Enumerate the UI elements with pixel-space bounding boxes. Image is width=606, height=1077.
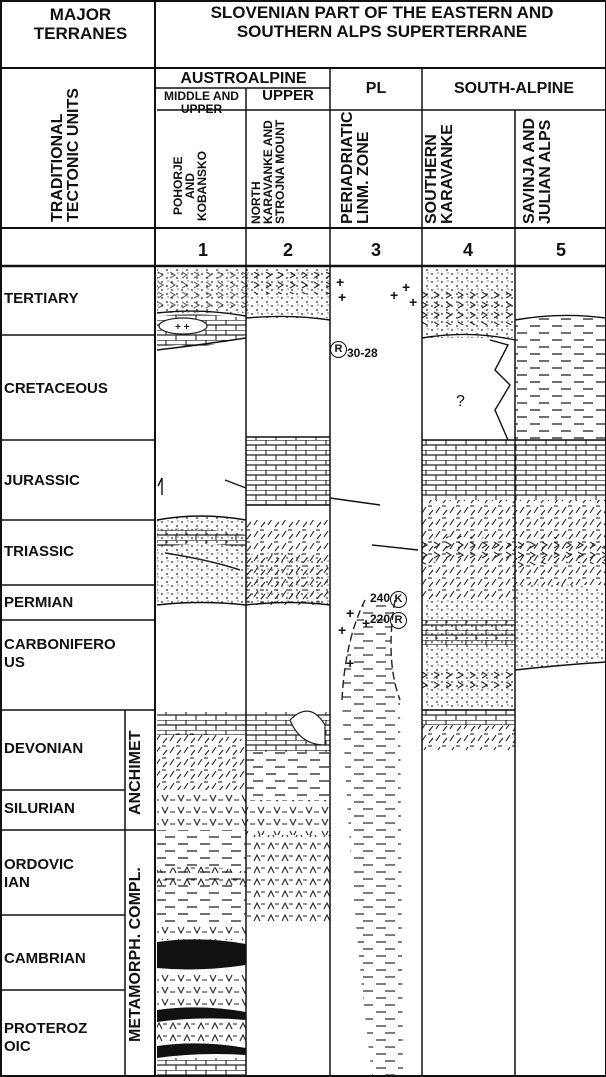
svg-text:+: + bbox=[338, 289, 346, 305]
pl-label: PL bbox=[330, 80, 422, 98]
svg-text:+: + bbox=[336, 274, 344, 290]
period-ordovician: ORDOVICIAN bbox=[4, 856, 74, 892]
svg-text:+ +: + + bbox=[175, 322, 190, 333]
column-3-number: 3 bbox=[361, 240, 391, 261]
column-5-number: 5 bbox=[546, 240, 576, 261]
period-carboniferous: CARBONIFEROUS bbox=[4, 636, 119, 672]
period-jurassic: JURASSIC bbox=[4, 472, 80, 490]
r-marker-icon: R bbox=[330, 341, 347, 358]
column-1-number: 1 bbox=[188, 240, 218, 261]
period-cretaceous: CRETACEOUS bbox=[4, 380, 108, 398]
period-devonian: DEVONIAN bbox=[4, 740, 83, 758]
r-marker-icon: R bbox=[390, 612, 407, 629]
column-3-label: PERIADRIATIC LINM. ZONE bbox=[340, 114, 412, 224]
column-1-label: POHORJE AND KOBANSKO bbox=[172, 148, 228, 224]
column-2-number: 2 bbox=[273, 240, 303, 261]
column-5-label: SAVINJA AND JULIAN ALPS bbox=[522, 114, 602, 224]
column-4-lithology bbox=[422, 268, 515, 750]
austroalpine-label: AUSTROALPINE bbox=[157, 70, 330, 88]
period-permian: PERMIAN bbox=[4, 594, 73, 612]
major-terranes-label: MAJOR TERRANES bbox=[18, 6, 143, 43]
period-triassic: TRIASSIC bbox=[4, 543, 74, 561]
south-alpine-label: SOUTH-ALPINE bbox=[422, 80, 606, 98]
period-proterozoic: PROTEROZOIC bbox=[4, 1020, 94, 1056]
age-value: 220 bbox=[370, 612, 390, 626]
svg-text:+: + bbox=[346, 605, 354, 621]
period-cambrian: CAMBRIAN bbox=[4, 950, 86, 968]
column-5-lithology bbox=[515, 316, 606, 670]
column-4-label: SOUTHERN KARAVANKE bbox=[424, 114, 512, 224]
anchimet-label: ANCHIMET bbox=[128, 718, 144, 828]
svg-text:+: + bbox=[362, 615, 370, 631]
superterrane-title: SLOVENIAN PART OF THE EASTERN AND SOUTHE… bbox=[168, 4, 596, 41]
svg-text:+: + bbox=[346, 655, 354, 671]
age-value: 30-28 bbox=[347, 346, 378, 360]
k-marker-icon: K bbox=[390, 591, 407, 608]
svg-text:+: + bbox=[409, 294, 417, 310]
period-tertiary: TERTIARY bbox=[4, 290, 78, 308]
period-silurian: SILURIAN bbox=[4, 800, 75, 818]
column-1-lithology: + + bbox=[157, 268, 246, 1075]
svg-text:+: + bbox=[390, 287, 398, 303]
column-4-number: 4 bbox=[453, 240, 483, 261]
column-2-lithology bbox=[246, 268, 330, 925]
traditional-units-label: TRADITIONAL TECTONIC UNITS bbox=[50, 82, 110, 222]
column-2-label: NORTH KARAVANKE AND STROJNA MOUNT bbox=[250, 114, 324, 224]
middle-upper-label: MIDDLE AND UPPER bbox=[157, 90, 246, 116]
question-mark: ? bbox=[456, 393, 465, 411]
metamorphic-complex-label: METAMORPH. COMPL. bbox=[128, 840, 144, 1070]
svg-text:+: + bbox=[402, 279, 410, 295]
age-value: 240 bbox=[370, 591, 390, 605]
svg-text:+: + bbox=[338, 622, 346, 638]
upper-label: UPPER bbox=[246, 88, 330, 105]
column-3-lithology bbox=[342, 600, 403, 1075]
